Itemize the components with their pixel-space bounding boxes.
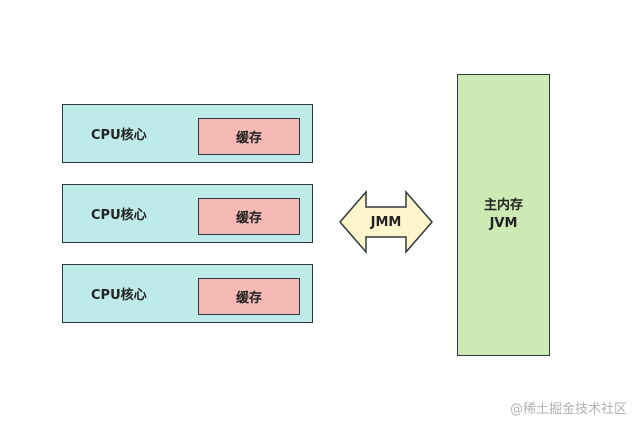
cpu-core-box-2: CPU核心 缓存 <box>62 184 313 243</box>
cpu-core-label: CPU核心 <box>91 208 147 223</box>
cpu-core-label: CPU核心 <box>91 128 147 143</box>
jmm-label: JMM <box>370 214 402 230</box>
jmm-arrow-shape <box>339 190 433 254</box>
cache-box: 缓存 <box>198 118 300 155</box>
cpu-core-box-3: CPU核心 缓存 <box>62 264 313 323</box>
cpu-core-label: CPU核心 <box>91 288 147 303</box>
cache-box: 缓存 <box>198 198 300 235</box>
jmm-double-arrow-icon <box>339 190 433 254</box>
cpu-core-box-1: CPU核心 缓存 <box>62 104 313 163</box>
cache-box: 缓存 <box>198 278 300 315</box>
jvm-label: JVM <box>489 216 518 231</box>
watermark: @稀土掘金技术社区 <box>509 402 627 417</box>
main-memory-box: 主内存 JVM <box>457 74 550 356</box>
main-memory-label: 主内存 <box>483 198 523 213</box>
